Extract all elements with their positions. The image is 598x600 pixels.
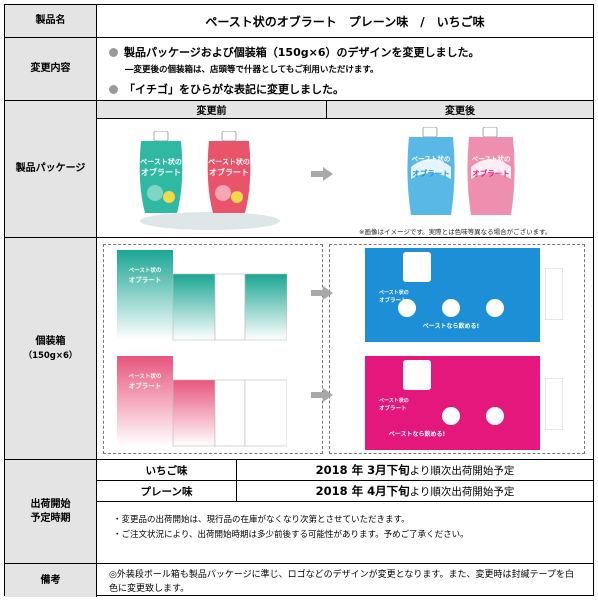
new-strawberry-box-catch: ペーストなら飲める! xyxy=(389,430,445,438)
shipping-note-1: ・変更品の出荷開始は、現行品の在庫がなくなり次第とさせていただきます。 xyxy=(113,515,410,525)
shipping-date: 2018 年 4月下旬より順次出荷開始予定 xyxy=(237,481,593,501)
change-bullet-1: 製品パッケージおよび個装箱（150g×6）のデザインを変更しました。 xyxy=(109,44,479,60)
old-strawberry-pouch-label: オブラート xyxy=(209,167,249,177)
bullet-dot-icon xyxy=(109,85,118,94)
new-plain-box-catch: ペーストなら飲める! xyxy=(423,322,479,330)
after-header: 変更後 xyxy=(327,101,593,119)
new-plain-pouch-label: オブラート xyxy=(412,168,450,178)
arrow-right-icon xyxy=(311,167,333,181)
change-content-row: 変更内容 製品パッケージおよび個装箱（150g×6）のデザインを変更しました。 … xyxy=(5,38,593,101)
individual-box-row: 個装箱 （150g×6） ペースト状の オブラート xyxy=(5,238,593,460)
product-change-notice: 製品名 ペースト状のオブラート プレーン味 / いちご味 変更内容 製品パッケー… xyxy=(4,4,594,597)
shipping-row: 出荷開始 予定時期 いちご味 2018 年 3月下旬より順次出荷開始予定 プレー… xyxy=(5,460,593,564)
new-plain-box-label-top: ペースト状の xyxy=(379,289,409,296)
old-strawberry-pouch-label-top: ペースト状の xyxy=(208,157,250,166)
old-plain-box-image: ペースト状の オブラート xyxy=(117,250,287,341)
product-package-row: 製品パッケージ 変更前 変更後 ペースト状の オブラート ペースト状の xyxy=(5,101,593,238)
shipping-notes: ・変更品の出荷開始は、現行品の在庫がなくなり次第とさせていただきます。 ・ご注文… xyxy=(113,513,469,543)
old-package-image: ペースト状の オブラート ペースト状の オブラート xyxy=(139,131,280,230)
shipping-label-1: 出荷開始 xyxy=(30,498,71,510)
new-strawberry-pouch-label: オブラート xyxy=(472,168,510,178)
new-strawberry-box-flap xyxy=(545,378,563,430)
old-strawberry-pouch: ペースト状の オブラート xyxy=(207,131,251,213)
old-plain-pouch-label-top: ペースト状の xyxy=(140,157,182,166)
shipping-date: 2018 年 3月下旬より順次出荷開始予定 xyxy=(237,460,593,480)
new-package-image: ペースト状の オブラート ペースト状の オブラート xyxy=(407,127,515,215)
remarks-row: 備考 ◎外装段ボール箱も製品パッケージに準じ、ロゴなどのデザインが変更となります… xyxy=(5,564,593,597)
product-name-value: ペースト状のオブラート プレーン味 / いちご味 xyxy=(205,14,485,29)
shipping-date-value: 2018 年 4月下旬 xyxy=(315,484,410,498)
new-plain-box-label: オブラート xyxy=(379,296,407,304)
arrow-right-icon xyxy=(311,388,333,402)
shipping-date-value: 2018 年 3月下旬 xyxy=(315,463,410,477)
shipping-note-2: ・ご注文状況により、出荷開始時期は多少前後する可能性があります。予めご了承くださ… xyxy=(113,530,469,540)
change-sub-note: ―変更後の個装箱は、店頭等で什器としてもご利用いただけます。 xyxy=(125,65,379,75)
arrow-right-icon xyxy=(311,286,333,300)
individual-box-label: 個装箱 xyxy=(35,335,66,347)
product-package-label: 製品パッケージ xyxy=(5,101,97,237)
old-strawberry-box-label-top: ペースト状の xyxy=(129,372,162,380)
new-strawberry-pouch: ペースト状の オブラート xyxy=(467,127,515,215)
old-strawberry-box-image: ペースト状の オブラート xyxy=(117,356,287,447)
old-plain-pouch-label: オブラート xyxy=(141,167,181,177)
new-box-panel xyxy=(329,244,585,454)
shipping-row-strawberry: いちご味 2018 年 3月下旬より順次出荷開始予定 xyxy=(97,460,593,481)
old-plain-box-label-top: ペースト状の xyxy=(129,266,162,274)
individual-box-sublabel: （150g×6） xyxy=(23,350,78,361)
old-box-panel xyxy=(103,244,323,454)
bullet-dot-icon xyxy=(109,48,118,57)
old-strawberry-box-label: オブラート xyxy=(129,381,162,390)
before-header: 変更前 xyxy=(97,101,327,119)
product-name-row: 製品名 ペースト状のオブラート プレーン味 / いちご味 xyxy=(5,5,593,38)
shipping-date-suffix: より順次出荷開始予定 xyxy=(409,485,515,498)
old-plain-box-label: オブラート xyxy=(129,275,162,284)
individual-box-label-cell: 個装箱 （150g×6） xyxy=(5,238,97,459)
old-plain-pouch: ペースト状の オブラート xyxy=(139,131,183,213)
new-strawberry-box-label: オブラート xyxy=(379,404,407,412)
new-plain-pouch: ペースト状の オブラート xyxy=(407,127,455,215)
shipping-date-suffix: より順次出荷開始予定 xyxy=(409,464,515,477)
image-disclaimer: ※画像はイメージです。実際とは色味等異なる場合がございます。 xyxy=(359,228,552,236)
shipping-label-2: 予定時期 xyxy=(30,512,71,524)
shipping-row-plain: プレーン味 2018 年 4月下旬より順次出荷開始予定 xyxy=(97,481,593,502)
new-strawberry-box-label-top: ペースト状の xyxy=(379,397,409,404)
new-strawberry-box-image: ペースト状の オブラート ペーストなら飲める! xyxy=(365,356,540,450)
change-content-label: 変更内容 xyxy=(5,38,97,100)
remarks-text: ◎外装段ボール箱も製品パッケージに準じ、ロゴなどのデザインが変更となります。また… xyxy=(109,570,574,594)
new-plain-pouch-label-top: ペースト状の xyxy=(412,154,451,163)
shipping-flavor: いちご味 xyxy=(97,460,237,480)
new-plain-box-flap xyxy=(545,268,563,320)
shipping-label-cell: 出荷開始 予定時期 xyxy=(5,460,97,563)
product-name-label: 製品名 xyxy=(5,5,97,37)
change-bullet-2: 「イチゴ」をひらがな表記に変更しました。 xyxy=(109,81,344,97)
new-strawberry-pouch-label-top: ペースト状の xyxy=(472,154,511,163)
remarks-label: 備考 xyxy=(5,564,97,597)
new-plain-box-image: ペースト状の オブラート ペーストなら飲める! xyxy=(365,248,540,342)
shipping-flavor: プレーン味 xyxy=(97,481,237,501)
